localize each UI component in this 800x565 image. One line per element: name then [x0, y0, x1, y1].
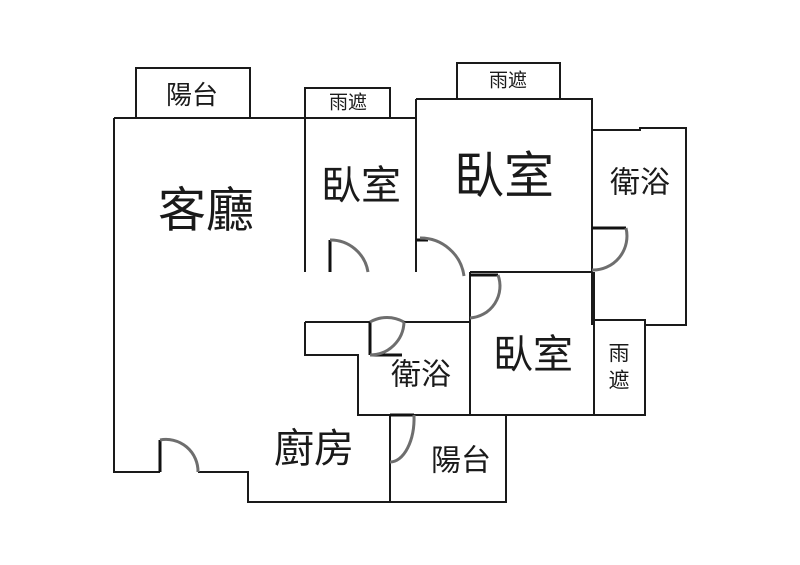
door-bathroom-right — [591, 226, 629, 272]
door-living-entry — [158, 437, 200, 473]
door-kitchen-balcony — [389, 413, 416, 464]
bathroom-right-label: 衛浴 — [610, 167, 670, 200]
canopy-top-label: 雨遮 — [489, 70, 527, 92]
door-bedroom-small — [469, 273, 502, 320]
canopy-right-label-line2: 遮 — [609, 370, 630, 393]
balcony-bottom-outline — [390, 414, 507, 503]
living-room-label: 客廳 — [158, 185, 254, 238]
door-bedroom-master — [416, 236, 466, 277]
canopy-left-outline — [304, 87, 391, 118]
bedroom-master-label: 臥室 — [454, 148, 554, 204]
door-bathroom-middle — [368, 315, 406, 357]
canopy-right-label-line1: 雨 — [609, 343, 630, 366]
canopy-right-outline — [594, 319, 646, 416]
canopy-left-label: 雨遮 — [329, 92, 367, 114]
balcony-top-outline — [135, 67, 251, 118]
balcony-top-label: 陽台 — [166, 80, 218, 110]
bathroom-middle-label: 衛浴 — [391, 359, 451, 392]
bathroom-right-outline — [591, 127, 687, 326]
canopy-top-outline — [456, 62, 561, 99]
bedroom-left-label: 臥室 — [321, 164, 401, 208]
door-bedroom-left — [328, 238, 370, 273]
kitchen-label: 廚房 — [274, 427, 354, 471]
balcony-bottom-label: 陽台 — [431, 445, 491, 478]
bedroom-small-label: 臥室 — [493, 333, 573, 377]
